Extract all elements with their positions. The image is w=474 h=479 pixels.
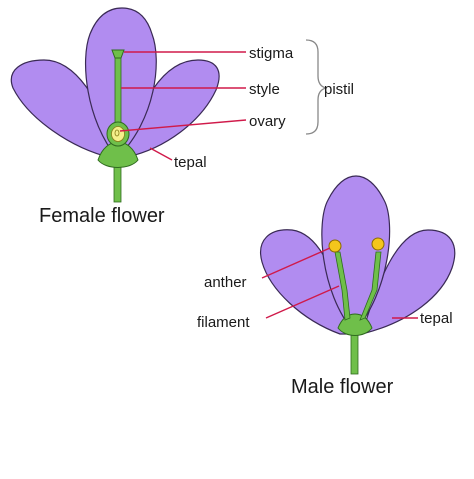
caption-male: Male flower (291, 376, 394, 398)
label-ovary: ovary (249, 113, 286, 130)
female-flower: stigma style ovary tepal pistil Female f… (10, 7, 354, 227)
caption-female: Female flower (39, 205, 165, 227)
female-receptacle (97, 141, 139, 168)
male-filament-right (359, 251, 382, 321)
female-ovule (111, 126, 125, 142)
female-ovule-detail (114, 129, 120, 137)
label-pistil: pistil (324, 81, 354, 98)
female-stigma (111, 49, 125, 59)
label-anther: anther (204, 274, 247, 291)
label-style: style (249, 81, 280, 98)
male-stem (350, 331, 359, 375)
female-style (114, 55, 122, 131)
pointer-ovary (119, 119, 247, 132)
male-flower: anther filament tepal Male flower (197, 175, 456, 398)
pointer-tepal-female (149, 147, 173, 161)
label-filament: filament (197, 314, 250, 331)
label-tepal-female: tepal (174, 154, 207, 171)
male-anther-right (371, 237, 385, 251)
pistil-bracket (305, 39, 327, 135)
pointer-anther (261, 247, 331, 279)
label-tepal-male: tepal (420, 310, 453, 327)
male-tepal-right (361, 229, 456, 335)
pointer-filament (265, 285, 340, 319)
male-filament-left (334, 251, 351, 321)
male-anther-left (328, 239, 342, 253)
label-stigma: stigma (249, 45, 294, 62)
